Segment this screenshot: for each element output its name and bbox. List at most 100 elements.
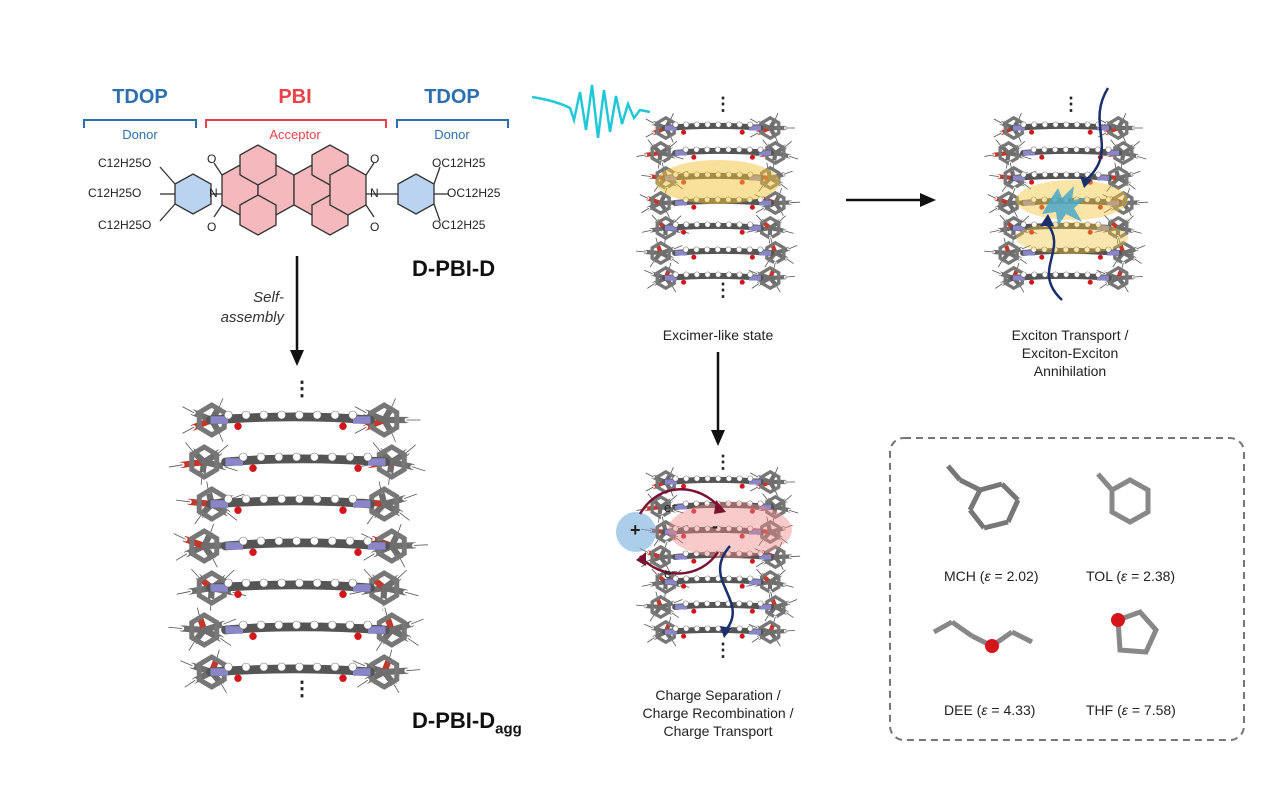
donor-cluster [1098,138,1148,170]
donor-cluster [745,567,795,599]
pbi-layer [206,494,375,514]
aggregate-ellipsis-top: ⋮ [292,378,312,400]
epsilon-symbol: ε [1121,702,1128,718]
electron-label-top: e⁻ [664,500,679,515]
electron-label-bottom: e⁻ [664,566,679,581]
thf-molecule [1115,609,1159,655]
solvent-box [889,437,1245,741]
dee-molecule [932,619,1034,649]
charge-caption-line1: Charge Separation / [655,687,781,703]
excitation-wave [531,84,651,139]
donor-cluster [747,615,797,648]
charge-transport-arrow [718,545,734,631]
excimer-ellipsis-top: ⋮ [714,94,732,114]
right-donor-ring [397,173,435,215]
excimer-ellipsis-bottom: ⋮ [714,280,732,300]
pbi-layer [206,410,375,430]
left-nitrogen: N [209,186,218,200]
solvent-abbr: DEE [944,702,973,718]
donor-cluster [748,111,797,145]
right-donor-header: TDOP [424,86,480,108]
pbi-layer [672,500,775,514]
donor-cluster [634,590,684,623]
exciton-annihilation-burst [1042,186,1086,226]
mch-molecule [946,464,1021,531]
donor-cluster [171,522,243,570]
excimer-caption: Excimer-like state [662,327,774,343]
self-assembly-line1: Self- [253,289,284,306]
pbi-layer [661,575,764,589]
solvent-abbr: THF [1086,702,1114,718]
exciton-ellipsis-top: ⋮ [1062,94,1080,114]
aggregate-name: D-PBI-Dagg [412,708,522,737]
left-donor-bracket [83,119,197,128]
charge-caption-line2: Charge Recombination / [642,705,794,721]
charge-caption-line3: Charge Transport [663,723,773,739]
exciton-caption-line1: Exciton Transport / [1011,327,1129,343]
pbi-layer [661,121,764,135]
right-chain-mid: OC12H25 [447,186,501,200]
molecule-name: D-PBI-D [412,256,496,281]
pbi-layer [661,475,764,489]
charge-ellipsis-bottom: ⋮ [714,640,732,660]
right-chain-top: OC12H25 [432,156,486,170]
oxygen-bottom-right: O [370,220,380,234]
solvent-abbr: TOL [1086,568,1113,584]
charge-ellipsis-top: ⋮ [714,452,732,472]
oxygen-bottom-left: O [207,220,217,234]
solvent-epsilon: 7.58 [1143,702,1172,718]
exciton-caption-line3: Annihilation [1033,363,1107,379]
aggregate-ellipsis-bottom: ⋮ [292,678,312,700]
solvent-label-mch: MCH (ε = 2.02) [944,568,1039,584]
charge-glow [668,502,792,558]
left-donor-header: TDOP [112,86,168,108]
pbi-layer [206,578,375,598]
pbi-layer [206,662,375,682]
left-chain-mid: C12H25O [88,186,142,200]
acceptor-label: Acceptor [269,127,321,142]
solvent-label-dee: DEE (ε = 4.33) [944,702,1036,718]
donor-cluster [635,138,685,170]
left-chain-top: C12H25O [98,156,152,170]
pbi-layer [221,536,390,556]
donor-cluster [748,465,797,499]
donor-cluster [753,540,802,573]
right-donor-bracket [396,119,509,128]
exciton-glow-bottom [1016,222,1128,254]
pbi-layer [661,625,764,639]
thf-oxygen [1111,613,1125,627]
right-nitrogen: N [370,186,379,200]
hole-glow [616,512,656,552]
exciton-caption-line2: Exciton-Exciton [1021,345,1119,361]
aggregate-name-sub: agg [495,720,522,738]
aggregate-name-main: D-PBI-D [412,708,496,733]
pbi-layer [661,221,764,235]
pbi-layer [221,620,390,640]
donor-cluster [352,396,423,444]
electron-minus-label: - [712,516,718,536]
solvent-epsilon: 4.33 [1003,702,1031,718]
pbi-layer [661,525,764,539]
pbi-layer [1020,146,1123,160]
epsilon-symbol: ε [981,702,988,718]
epsilon-symbol: ε [1121,568,1128,584]
tol-molecule [1096,472,1151,525]
left-donor-label: Donor [122,127,158,142]
excimer-glow [656,160,780,204]
pbi-layer [672,246,775,260]
pbi-core [221,144,367,236]
donor-cluster [986,186,1035,219]
pbi-layer [1020,246,1123,260]
charge-caption: Charge Separation / Charge Recombination… [606,686,830,740]
donor-cluster [747,261,797,294]
electron-arrow-back [639,551,720,575]
dee-oxygen [985,639,999,653]
pbi-layer [672,600,775,614]
right-chain-bottom: OC12H25 [432,218,486,232]
solvent-label-thf: THF (ε = 7.58) [1086,702,1176,718]
exciton-stack [982,111,1150,294]
acceptor-header: PBI [278,86,312,108]
donor-cluster [983,138,1033,170]
solvent-epsilon: 2.38 [1143,568,1171,584]
